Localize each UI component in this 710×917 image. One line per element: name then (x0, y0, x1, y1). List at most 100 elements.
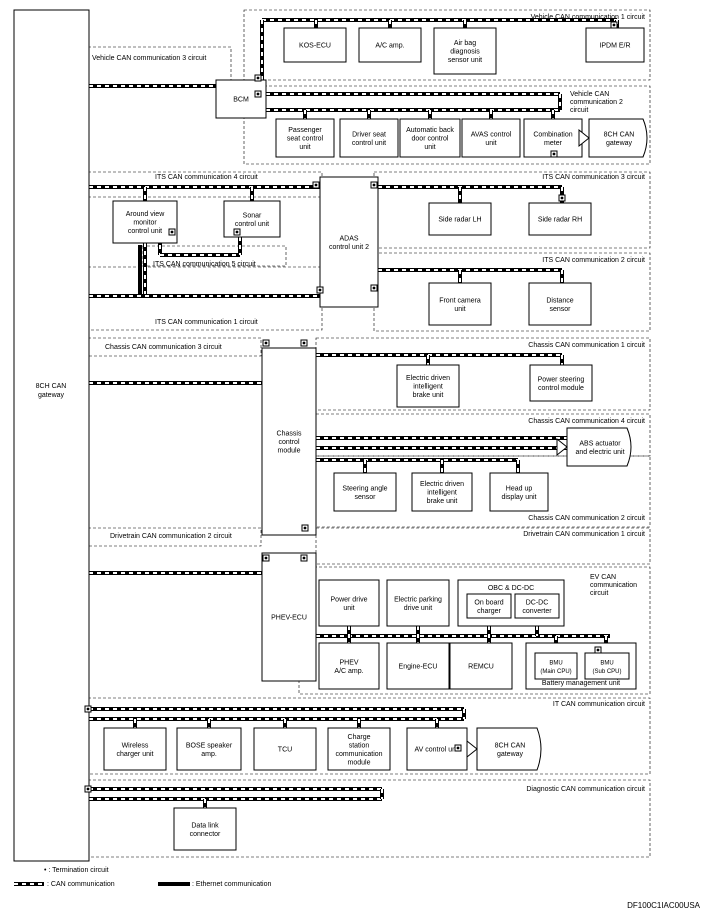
chassis-module-box (261, 347, 317, 536)
bcm-box (215, 79, 267, 119)
circuit-label-dt2: Drivetrain CAN communication 2 circuit (110, 533, 232, 540)
obc-box (466, 593, 512, 619)
termination-dot (596, 648, 600, 652)
legend-termination: • : Termination circuit (44, 867, 109, 874)
termination-dot (235, 230, 239, 234)
data-link-box (173, 807, 237, 851)
ipdm-label: IPDM E/R (599, 43, 630, 50)
av-control-label: AV control unit (414, 747, 459, 754)
bmu-group-label: Battery management unit (542, 680, 620, 687)
power-steering-box (529, 364, 593, 402)
termination-dot (456, 746, 460, 750)
can-bus-lines (89, 18, 619, 808)
tcu-label: TCU (278, 747, 292, 754)
edib1-box (396, 364, 460, 408)
head-up-box (489, 472, 549, 512)
remcu-box (449, 642, 513, 690)
bmu-main-label: BMU(Main CPU) (540, 660, 571, 675)
circuit-label-its1: ITS CAN communication 1 circuit (155, 319, 258, 326)
circuit-label-it: IT CAN communication circuit (553, 701, 645, 708)
circuit-label-diag: Diagnostic CAN communication circuit (526, 786, 645, 793)
circuit-region-vcan1 (243, 9, 651, 81)
gw3-arrow (466, 739, 478, 759)
circuit-label-vcan1: Vehicle CAN communication 1 circuit (531, 14, 645, 21)
circuit-label-ch1: Chassis CAN communication 1 circuit (528, 342, 645, 349)
engine-ecu-label: Engine-ECU (399, 664, 438, 671)
kos-ecu-label: KOS-ECU (299, 43, 331, 50)
distance-sensor-box (528, 282, 592, 326)
side-radar-rh-label: Side radar RH (538, 217, 582, 224)
termination-dot (560, 196, 564, 200)
dcdc-box (514, 593, 560, 619)
termination-dot (372, 183, 376, 187)
side-radar-lh-box (428, 202, 492, 236)
side-radar-lh-label: Side radar LH (438, 217, 481, 224)
termination-dot (318, 288, 322, 292)
tcu-box (253, 727, 317, 771)
termination-dot (303, 526, 307, 530)
circuit-region-diag (87, 779, 651, 858)
circuit-label-ch3: Chassis CAN communication 3 circuit (105, 344, 222, 351)
edib2-box (411, 472, 473, 512)
circuit-label-its5: ITS CAN communication 5 circuit (153, 261, 256, 268)
ac-amp-label: A/C amp. (375, 43, 404, 50)
circuit-label-its3: ITS CAN communication 3 circuit (542, 174, 645, 181)
termination-dot (372, 286, 376, 290)
side-radar-rh-box (528, 202, 592, 236)
termination-dot (86, 787, 90, 791)
legend: • : Termination circuit: CAN communicati… (14, 867, 701, 910)
airbag-box (433, 27, 497, 75)
abs-arrow (556, 437, 568, 457)
circuit-region-dt1 (315, 527, 651, 565)
termination-dot (264, 556, 268, 560)
termination-dot (264, 341, 268, 345)
bmu-main-box (534, 652, 578, 680)
main-gateway-box (13, 9, 90, 862)
gw3-box (476, 727, 542, 771)
circuit-label-dt1: Drivetrain CAN communication 1 circuit (523, 531, 645, 538)
legend-ethernet: : Ethernet communication (192, 881, 271, 888)
circuit-region-vcan3 (87, 46, 232, 86)
termination-dot (170, 230, 174, 234)
termination-dot (256, 76, 260, 80)
bmu-sub-box (584, 652, 630, 680)
power-drive-box (318, 579, 380, 627)
circuit-region-vcan2 (243, 85, 651, 165)
circuit-labels: Vehicle CAN communication 1 circuitVehic… (92, 14, 645, 793)
termination-dot (314, 183, 318, 187)
termination-dot (86, 707, 90, 711)
adas-box (319, 176, 379, 308)
passenger-seat-box (275, 118, 335, 158)
front-camera-box (428, 282, 492, 326)
charge-station-box (327, 727, 391, 771)
steering-angle-box (333, 472, 397, 512)
circuit-label-ch2: Chassis CAN communication 2 circuit (528, 515, 645, 522)
bmu-sub-label: BMU(Sub CPU) (592, 660, 621, 675)
gw2-arrow (578, 128, 590, 148)
parking-box (386, 579, 450, 627)
engine-ecu-box (386, 642, 450, 690)
